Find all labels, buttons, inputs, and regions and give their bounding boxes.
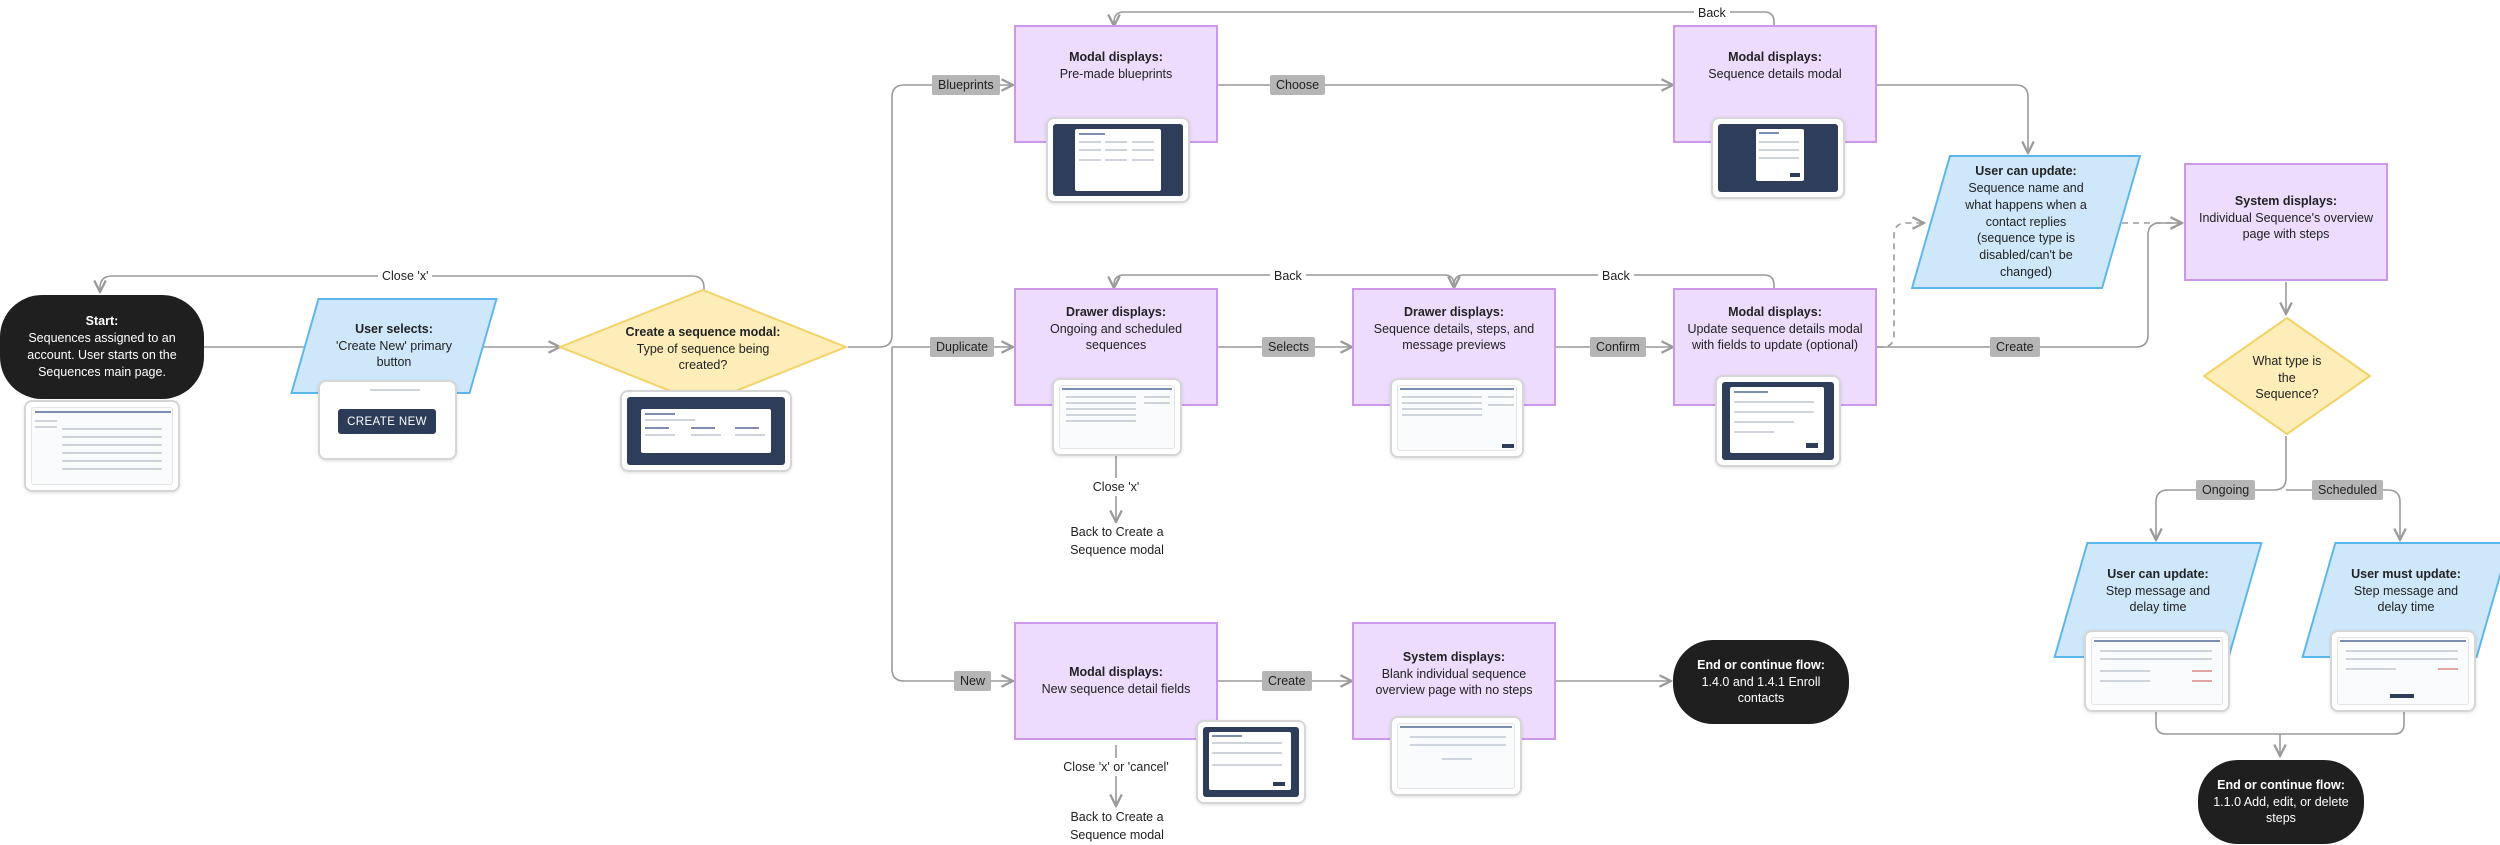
update-modal-body: Update sequence details modal with field… bbox=[1687, 321, 1863, 353]
blueprints-modal-body: Pre-made blueprints bbox=[1059, 67, 1173, 81]
user-selects-body: 'Create New' primary button bbox=[336, 338, 452, 370]
sequence-overview-title: System displays: bbox=[2234, 193, 2338, 208]
details-modal-thumbnail bbox=[1711, 117, 1845, 199]
user-must-update-step: User must update: Step message and delay… bbox=[2301, 542, 2500, 658]
create-new-button-thumbnail: CREATE NEW bbox=[318, 380, 457, 460]
drawer-details-title: Drawer displays: bbox=[1403, 304, 1505, 319]
back-top-label: Back bbox=[1694, 4, 1730, 23]
update-modal-title: Modal displays: bbox=[1728, 304, 1822, 319]
details-modal-title: Modal displays: bbox=[1728, 50, 1822, 65]
sequence-overview-body: Individual Sequence's overview page with… bbox=[2198, 210, 2374, 242]
drawer-details-body: Sequence details, steps, and message pre… bbox=[1373, 321, 1535, 353]
end-enroll-body: 1.4.0 and 1.4.1 Enroll contacts bbox=[1701, 674, 1821, 706]
user-can-update-step-body: Step message and delay time bbox=[2105, 583, 2211, 615]
drawer-sequences-thumbnail bbox=[1052, 378, 1182, 456]
scheduled-steps-thumbnail bbox=[2330, 630, 2476, 712]
end-enroll-terminal: End or continue flow: 1.4.0 and 1.4.1 En… bbox=[1673, 640, 1849, 724]
drawer-sequences-body: Ongoing and scheduled sequences bbox=[1049, 321, 1183, 353]
user-can-update-name-body: Sequence name and what happens when a co… bbox=[1965, 180, 2087, 280]
confirm-label: Confirm bbox=[1590, 337, 1646, 357]
update-modal-thumbnail bbox=[1715, 375, 1841, 467]
back-to-create-text-1: Back to Create a Sequence modal bbox=[1044, 523, 1190, 560]
edge-to-new bbox=[891, 347, 1013, 681]
drawer-details-thumbnail bbox=[1390, 378, 1524, 458]
edge-scheduled bbox=[2286, 489, 2400, 540]
close-x-cancel-text: Close 'x' or 'cancel' bbox=[1056, 758, 1176, 777]
back-mid-right-label: Back bbox=[1598, 267, 1634, 286]
blank-overview-title: System displays: bbox=[1402, 649, 1506, 664]
edge-merge bbox=[2155, 710, 2405, 756]
edge-to-blueprints bbox=[848, 85, 1013, 348]
end-steps-title: End or continue flow: bbox=[2217, 777, 2345, 792]
new-label: New bbox=[954, 671, 992, 691]
user-must-update-step-body: Step message and delay time bbox=[2353, 583, 2459, 615]
create-modal-body: Type of sequence being created? bbox=[636, 341, 770, 373]
create-modal-title: Create a sequence modal: bbox=[625, 324, 781, 339]
close-x-top-label: Close 'x' bbox=[378, 267, 433, 286]
blueprints-modal-thumbnail bbox=[1046, 117, 1190, 203]
create-sequence-modal-thumbnail bbox=[620, 390, 792, 472]
edge-back-top bbox=[1114, 11, 1775, 26]
end-steps-terminal: End or continue flow: 1.1.0 Add, edit, o… bbox=[2198, 760, 2364, 844]
back-to-create-text-2: Back to Create a Sequence modal bbox=[1044, 808, 1190, 845]
start-title: Start: bbox=[85, 314, 119, 329]
ongoing-label: Ongoing bbox=[2196, 480, 2256, 500]
details-modal-node: Modal displays: Sequence details modal bbox=[1673, 25, 1877, 143]
blueprints-label: Blueprints bbox=[932, 75, 1000, 95]
edge-details-to-update bbox=[1877, 84, 2028, 153]
sequence-type-decision: What type is the Sequence? bbox=[2202, 316, 2372, 436]
user-selects-title: User selects: bbox=[355, 321, 433, 336]
ongoing-steps-thumbnail bbox=[2084, 630, 2230, 712]
details-modal-body: Sequence details modal bbox=[1708, 67, 1842, 81]
choose-label: Choose bbox=[1270, 75, 1326, 95]
sequence-type-question: What type is the Sequence? bbox=[2252, 353, 2322, 402]
create-sequence-decision: Create a sequence modal: Type of sequenc… bbox=[558, 288, 848, 406]
scheduled-label: Scheduled bbox=[2312, 480, 2384, 500]
blueprints-modal-title: Modal displays: bbox=[1069, 50, 1163, 65]
sequences-main-page-thumbnail bbox=[24, 400, 180, 492]
create-new-button: CREATE NEW bbox=[338, 409, 436, 434]
new-sequence-modal-node: Modal displays: New sequence detail fiel… bbox=[1014, 622, 1218, 740]
blank-overview-thumbnail bbox=[1390, 716, 1522, 796]
new-sequence-modal-body: New sequence detail fields bbox=[1041, 682, 1191, 696]
sequence-overview-node: System displays: Individual Sequence's o… bbox=[2184, 163, 2388, 281]
back-mid-left-label: Back bbox=[1270, 267, 1306, 286]
drawer-sequences-title: Drawer displays: bbox=[1065, 304, 1167, 319]
close-x-drawer-text: Close 'x' bbox=[1080, 478, 1152, 497]
start-terminal: Start: Sequences assigned to an account.… bbox=[0, 295, 204, 399]
user-selects-step: User selects: 'Create New' primary butto… bbox=[290, 298, 498, 394]
end-steps-body: 1.1.0 Add, edit, or delete steps bbox=[2213, 794, 2349, 826]
user-can-update-name-step: User can update: Sequence name and what … bbox=[1910, 155, 2142, 289]
user-can-update-step: User can update: Step message and delay … bbox=[2053, 542, 2263, 658]
user-can-update-name-title: User can update: bbox=[1975, 163, 2077, 178]
new-sequence-modal-title: Modal displays: bbox=[1069, 665, 1163, 680]
new-sequence-modal-thumbnail bbox=[1196, 720, 1306, 804]
create-bottom-label: Create bbox=[1262, 671, 1312, 691]
create-mid-label: Create bbox=[1990, 337, 2040, 357]
blank-overview-body: Blank individual sequence overview page … bbox=[1375, 666, 1533, 698]
user-must-update-step-title: User must update: bbox=[2351, 566, 2461, 581]
start-body: Sequences assigned to an account. User s… bbox=[27, 331, 177, 379]
user-can-update-step-title: User can update: bbox=[2107, 566, 2209, 581]
selects-label: Selects bbox=[1262, 337, 1315, 357]
duplicate-label: Duplicate bbox=[930, 337, 995, 357]
end-enroll-title: End or continue flow: bbox=[1697, 657, 1825, 672]
